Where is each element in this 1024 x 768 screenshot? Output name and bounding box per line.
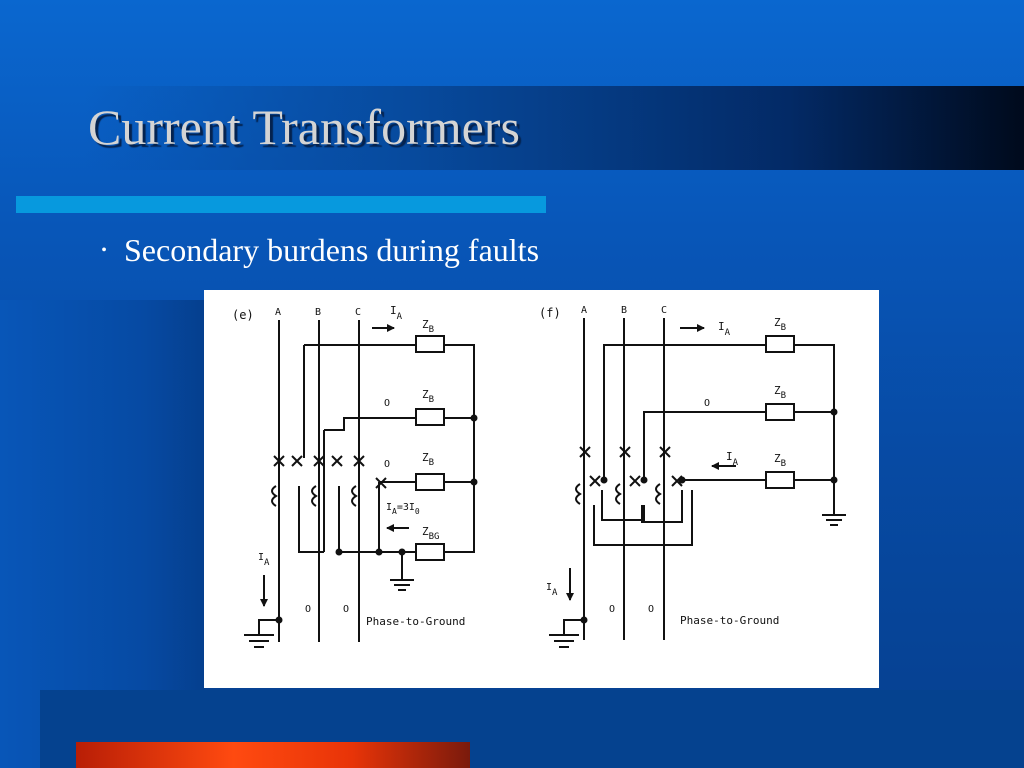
panel-f-phase-a-label: A <box>581 305 587 316</box>
panel-e-primary-ground-lead <box>258 619 279 635</box>
bullet-item: • Secondary burdens during faults <box>84 232 539 269</box>
panel-e-ground-burden-label: ZBG <box>422 525 439 542</box>
panel-f-wire-mid <box>643 411 766 480</box>
panel-e-tag: (e) <box>232 308 254 322</box>
panel-f-loop-a <box>601 490 645 521</box>
panel-e-polarity-marks <box>273 455 387 489</box>
slide-title: Current Transformers <box>88 99 520 155</box>
panel-f-burden-1-label: ZB <box>774 316 786 333</box>
panel-e-phase-c-label: C <box>355 307 361 318</box>
panel-f-primary-current-label: IA <box>546 582 558 598</box>
panel-e-primary-ground-symbol <box>244 634 274 648</box>
panel-f-tag: (f) <box>539 306 561 320</box>
panel-e-burden-3 <box>415 473 445 491</box>
panel-e-wire-mid <box>324 417 416 431</box>
panel-f-current-top-label: IA <box>718 320 731 338</box>
panel-e-primary-current-label: IA <box>258 552 270 568</box>
panel-e-lead-a <box>298 486 324 553</box>
panel-f-burden-2-current: O <box>704 398 710 409</box>
panel-e-burden-2-current: O <box>384 398 390 409</box>
panel-e-burden-ground <box>415 543 445 561</box>
panel-e-ct-c-coil <box>351 485 358 507</box>
panel-f-phase-b-label: B <box>621 305 627 316</box>
panel-f-caption: Phase-to-Ground <box>680 614 779 627</box>
title-band <box>84 86 1024 170</box>
panel-e-burden-2 <box>415 408 445 426</box>
panel-f-polarity-marks <box>579 446 683 487</box>
panel-f-ct-a-coil <box>575 483 582 505</box>
panel-f-ct-c-coil <box>655 483 662 505</box>
panel-e-burden-3-label: ZB <box>422 451 434 468</box>
panel-e-bottom-c: O <box>343 604 349 615</box>
panel-f-ct-b-coil <box>615 483 622 505</box>
panel-f-bottom-b: O <box>609 604 615 615</box>
panel-f-burden-1 <box>765 335 795 353</box>
panel-f <box>549 318 846 648</box>
panel-e-burden-1-label: ZB <box>422 318 434 335</box>
ct-diagram-svg: (e) A B C IA ZB O ZB O ZB IA=3I0 ZBG IA … <box>232 304 846 648</box>
footer-accent-bar <box>76 742 470 768</box>
panel-e-ct-a-coil <box>271 485 278 507</box>
panel-f-junctions <box>580 408 838 624</box>
panel-f-burden-2-label: ZB <box>774 384 786 401</box>
panel-e-burden-3-current: O <box>384 459 390 470</box>
panel-f-burden-2 <box>765 403 795 421</box>
panel-e <box>244 320 475 648</box>
title-accent-bar <box>16 196 546 213</box>
panel-e-burden-2-label: ZB <box>422 388 434 405</box>
bullet-marker: • <box>101 241 107 259</box>
panel-f-primary-ground-lead <box>563 619 584 635</box>
panel-f-loop-outer <box>593 490 693 546</box>
panel-e-current-top-label: IA <box>390 304 403 322</box>
panel-f-burden-3-current: IA <box>726 450 739 468</box>
panel-e-junctions <box>275 414 478 624</box>
panel-f-primary-ground-symbol <box>549 634 579 648</box>
panel-e-ct-b-coil <box>311 485 318 507</box>
panel-f-wire-top <box>603 344 766 480</box>
panel-f-burden-3-label: ZB <box>774 452 786 469</box>
panel-f-bottom-c: O <box>648 604 654 615</box>
panel-e-phase-a-label: A <box>275 307 281 318</box>
panel-e-return-bus <box>444 344 475 553</box>
panel-e-ground-symbol <box>390 579 414 591</box>
panel-f-phase-c-label: C <box>661 305 667 316</box>
panel-f-loop-b <box>641 490 683 523</box>
ct-diagram-figure: (e) A B C IA ZB O ZB O ZB IA=3I0 ZBG IA … <box>204 290 879 688</box>
panel-e-caption: Phase-to-Ground <box>366 615 465 628</box>
panel-f-return-bus <box>794 344 835 515</box>
panel-e-bottom-b: O <box>305 604 311 615</box>
bullet-text: Secondary burdens during faults <box>124 232 540 268</box>
panel-f-burden-3 <box>765 471 795 489</box>
panel-e-phase-b-label: B <box>315 307 321 318</box>
panel-f-ground-symbol <box>822 514 846 526</box>
panel-e-residual-equation: IA=3I0 <box>386 502 420 516</box>
panel-e-burden-1 <box>415 335 445 353</box>
